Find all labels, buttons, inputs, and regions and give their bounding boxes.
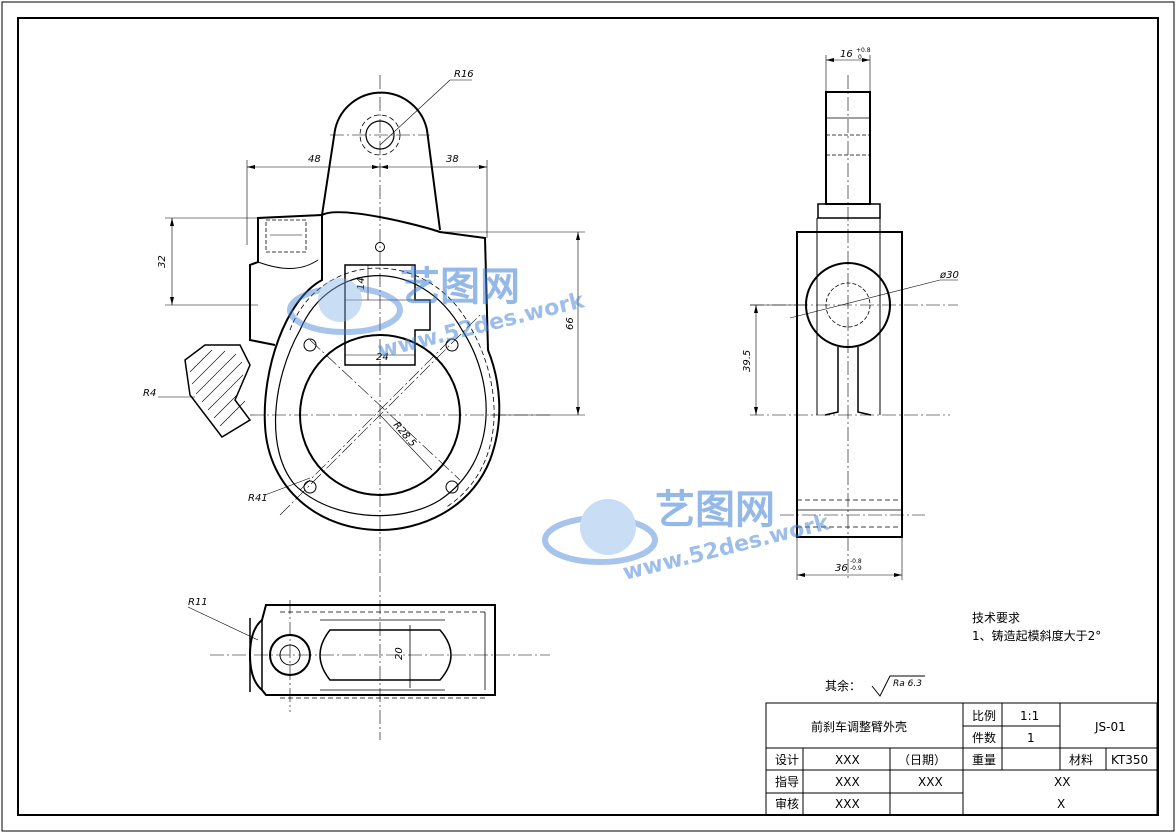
dim-39-5: 39.5 [742, 350, 753, 372]
drawing-number: JS-01 [1094, 720, 1126, 734]
date-label: （日期） [898, 753, 946, 767]
dim-66: 66 [565, 317, 576, 330]
scale-label: 比例 [972, 709, 996, 723]
dim-16-tol-lower: 0 [858, 54, 862, 61]
tech-req-heading: 技术要求 [972, 611, 1020, 625]
guide-label: 指导 [775, 774, 799, 789]
material-value: KT350 [1111, 753, 1148, 767]
dim-48: 48 [308, 154, 321, 165]
dim-32: 32 [157, 255, 168, 268]
tech-req-item-1: 1、铸造起模斜度大于2° [972, 628, 1101, 643]
design-name: XXX [835, 753, 860, 767]
title-block [765, 702, 1158, 816]
material-label: 材料 [1069, 753, 1093, 767]
dim-r16: R16 [454, 69, 474, 80]
watermark-brand-2: 艺图网 [655, 487, 775, 533]
class-mark: X [1057, 797, 1065, 811]
review-label: 审核 [775, 796, 799, 811]
dim-36-tol-upper: -0.8 [850, 558, 862, 565]
front-view [158, 75, 585, 580]
review-name: XXX [835, 797, 860, 811]
dim-r11: R11 [188, 597, 208, 608]
dim-16: 16 [840, 49, 853, 60]
qty-label: 件数 [972, 730, 996, 745]
side-view [750, 55, 958, 580]
dim-36-tol-lower: -0.9 [850, 565, 862, 572]
dim-16-tol-upper: +0.8 [856, 47, 871, 54]
dim-36: 36 [835, 563, 848, 574]
guide-name: XXX [835, 775, 860, 789]
dim-20: 20 [394, 647, 405, 660]
roughness-symbol-icon [871, 675, 925, 697]
qty-value: 1 [1027, 731, 1035, 745]
dim-r41: R41 [248, 493, 268, 504]
roughness-prefix: 其余： [825, 678, 861, 693]
dim-14: 14 [356, 277, 367, 290]
company-name: XX [1054, 775, 1070, 789]
watermark-brand-1: 艺图网 [400, 264, 520, 310]
inner-border [17, 17, 1159, 816]
dim-38: 38 [446, 154, 459, 165]
guide-date: XXX [918, 775, 943, 789]
dim-r28-5: R28.5 [391, 420, 418, 449]
watermark-logo-1 [287, 278, 403, 335]
top-view [187, 578, 550, 740]
dim-d30: ø30 [939, 270, 959, 281]
dim-24: 24 [376, 352, 389, 363]
weight-label: 重量 [972, 753, 996, 767]
dim-r4: R4 [143, 388, 156, 399]
roughness-value: Ra 6.3 [893, 679, 922, 689]
scale-value: 1:1 [1020, 709, 1039, 723]
part-name: 前刹车调整臂外壳 [811, 719, 907, 734]
design-label: 设计 [775, 753, 799, 767]
watermark-logo-2 [542, 499, 658, 565]
